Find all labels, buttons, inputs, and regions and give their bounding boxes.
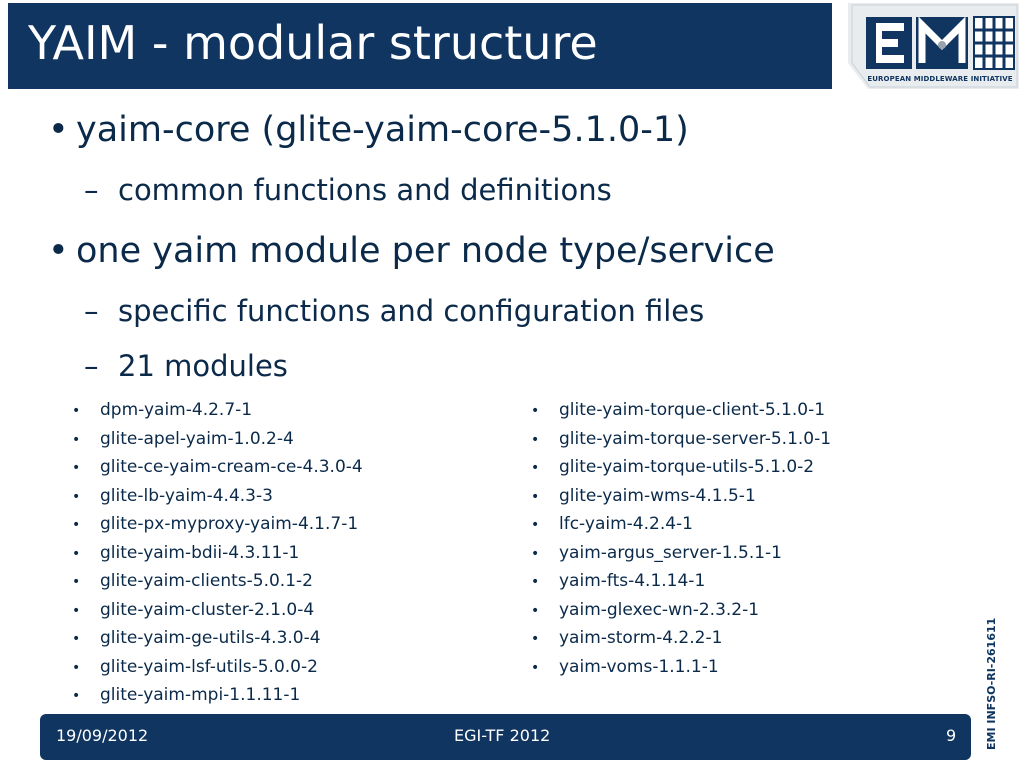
bullet-dot: •: [72, 460, 81, 476]
bullet-dot: •: [72, 488, 81, 505]
module-name: lfc-yaim-4.2.4-1: [559, 514, 693, 534]
sub-bullet-21-modules: –21 modules: [84, 347, 288, 385]
module-list-item: • glite-yaim-torque-client-5.1.0-1: [531, 397, 831, 426]
bullet-dot: •: [72, 545, 81, 562]
module-name: glite-yaim-wms-4.1.5-1: [559, 485, 756, 506]
bullet-yaim-core: •yaim-core (glite-yaim-core-5.1.0-1): [48, 108, 689, 152]
bullet-dot: •: [48, 110, 69, 150]
module-list-item: • glite-apel-yaim-1.0.2-4: [72, 426, 363, 455]
module-list-item: • glite-yaim-bdii-4.3.11-1: [72, 540, 363, 569]
bullet-dot: •: [72, 631, 81, 647]
bullet-dot: •: [72, 688, 81, 704]
bullet-dot: •: [48, 231, 69, 271]
module-list-item: • glite-yaim-ge-utils-4.3.0-4: [72, 625, 363, 654]
module-name: glite-yaim-mpi-1.1.11-1: [100, 685, 301, 705]
module-list-item: • glite-yaim-clients-5.0.1-2: [72, 568, 363, 597]
module-name: glite-yaim-bdii-4.3.11-1: [100, 542, 300, 563]
bullet-text: one yaim module per node type/service: [76, 231, 775, 271]
module-name: dpm-yaim-4.2.7-1: [100, 400, 253, 420]
bullet-dot: •: [72, 517, 81, 533]
module-name: glite-lb-yaim-4.4.3-3: [100, 485, 273, 506]
bullet-dot: •: [531, 517, 540, 533]
bullet-dot: •: [531, 545, 540, 562]
sub-bullet-specific-functions: –specific functions and configuration fi…: [84, 292, 704, 330]
module-name: glite-apel-yaim-1.0.2-4: [100, 428, 294, 449]
bullet-dot: •: [72, 574, 81, 590]
dash-marker: –: [84, 349, 99, 383]
module-list-item: • glite-yaim-cluster-2.1.0-4: [72, 597, 363, 626]
footer-page-number: 9: [946, 726, 957, 745]
logo-caption: EUROPEAN MIDDLEWARE INITIATIVE: [867, 75, 1013, 83]
footer-event: EGI-TF 2012: [454, 726, 551, 745]
emi-logo: EUROPEAN MIDDLEWARE INITIATIVE: [828, 3, 1019, 89]
module-list-item: • glite-yaim-torque-server-5.1.0-1: [531, 426, 831, 455]
module-list-item: • glite-yaim-wms-4.1.5-1: [531, 483, 831, 512]
bullet-one-module: •one yaim module per node type/service: [48, 229, 775, 273]
module-list-item: • glite-lb-yaim-4.4.3-3: [72, 483, 363, 512]
bullet-dot: •: [72, 431, 81, 448]
module-list-item: • yaim-voms-1.1.1-1: [531, 654, 831, 683]
module-list-item: • glite-ce-yaim-cream-ce-4.3.0-4: [72, 454, 363, 483]
module-name: glite-yaim-torque-client-5.1.0-1: [559, 400, 826, 420]
module-name: glite-yaim-ge-utils-4.3.0-4: [100, 628, 321, 648]
bullet-dot: •: [531, 403, 540, 419]
sub-bullet-text: specific functions and configuration fil…: [118, 294, 705, 328]
dash-marker: –: [84, 173, 99, 207]
bullet-dot: •: [531, 602, 540, 619]
module-name: glite-px-myproxy-yaim-4.1.7-1: [100, 514, 359, 534]
module-list-item: • glite-yaim-torque-utils-5.1.0-2: [531, 454, 831, 483]
bullet-dot: •: [72, 403, 81, 419]
module-list-item: • yaim-fts-4.1.14-1: [531, 568, 831, 597]
bullet-dot: •: [531, 631, 540, 647]
module-list-item: • glite-px-myproxy-yaim-4.1.7-1: [72, 511, 363, 540]
footer-date: 19/09/2012: [56, 726, 149, 745]
modules-list-right: • glite-yaim-torque-client-5.1.0-1 • glite-…: [531, 397, 831, 682]
sub-bullet-text: common functions and definitions: [118, 173, 612, 207]
module-name: glite-yaim-clients-5.0.1-2: [100, 571, 313, 591]
modules-list-left: • dpm-yaim-4.2.7-1 • glite-apel-yaim-1.0.2-…: [72, 397, 363, 711]
dash-marker: –: [84, 294, 99, 328]
module-name: glite-yaim-torque-utils-5.1.0-2: [559, 457, 815, 477]
module-name: glite-ce-yaim-cream-ce-4.3.0-4: [100, 457, 363, 477]
module-list-item: • dpm-yaim-4.2.7-1: [72, 397, 363, 426]
module-name: glite-yaim-cluster-2.1.0-4: [100, 599, 315, 620]
module-list-item: • yaim-glexec-wn-2.3.2-1: [531, 597, 831, 626]
title-bar: YAIM - modular structure: [8, 3, 832, 89]
bullet-dot: •: [72, 659, 81, 676]
module-name: yaim-fts-4.1.14-1: [559, 571, 706, 591]
module-name: yaim-voms-1.1.1-1: [559, 656, 719, 677]
module-name: glite-yaim-torque-server-5.1.0-1: [559, 428, 832, 449]
module-name: yaim-glexec-wn-2.3.2-1: [559, 599, 760, 620]
bullet-dot: •: [531, 659, 540, 676]
module-list-item: • glite-yaim-mpi-1.1.11-1: [72, 682, 363, 711]
bullet-text: yaim-core (glite-yaim-core-5.1.0-1): [76, 110, 689, 150]
module-name: yaim-storm-4.2.2-1: [559, 628, 723, 648]
bullet-dot: •: [531, 488, 540, 505]
module-list-item: • lfc-yaim-4.2.4-1: [531, 511, 831, 540]
side-label: EMI INFSO-RI-261611: [985, 617, 998, 750]
bullet-dot: •: [72, 602, 81, 619]
module-list-item: • yaim-argus_server-1.5.1-1: [531, 540, 831, 569]
module-name: glite-yaim-lsf-utils-5.0.0-2: [100, 656, 318, 677]
emi-logo-mark: [848, 3, 1019, 89]
sub-bullet-common-functions: –common functions and definitions: [84, 171, 612, 209]
module-list-item: • glite-yaim-lsf-utils-5.0.0-2: [72, 654, 363, 683]
bullet-dot: •: [531, 431, 540, 448]
module-list-item: • yaim-storm-4.2.2-1: [531, 625, 831, 654]
sub-bullet-text: 21 modules: [118, 349, 288, 383]
bullet-dot: •: [531, 460, 540, 476]
slide-title: YAIM - modular structure: [28, 16, 598, 70]
module-name: yaim-argus_server-1.5.1-1: [559, 542, 782, 563]
bullet-dot: •: [531, 574, 540, 590]
footer-bar: 19/09/2012 EGI-TF 2012 9: [40, 714, 971, 760]
